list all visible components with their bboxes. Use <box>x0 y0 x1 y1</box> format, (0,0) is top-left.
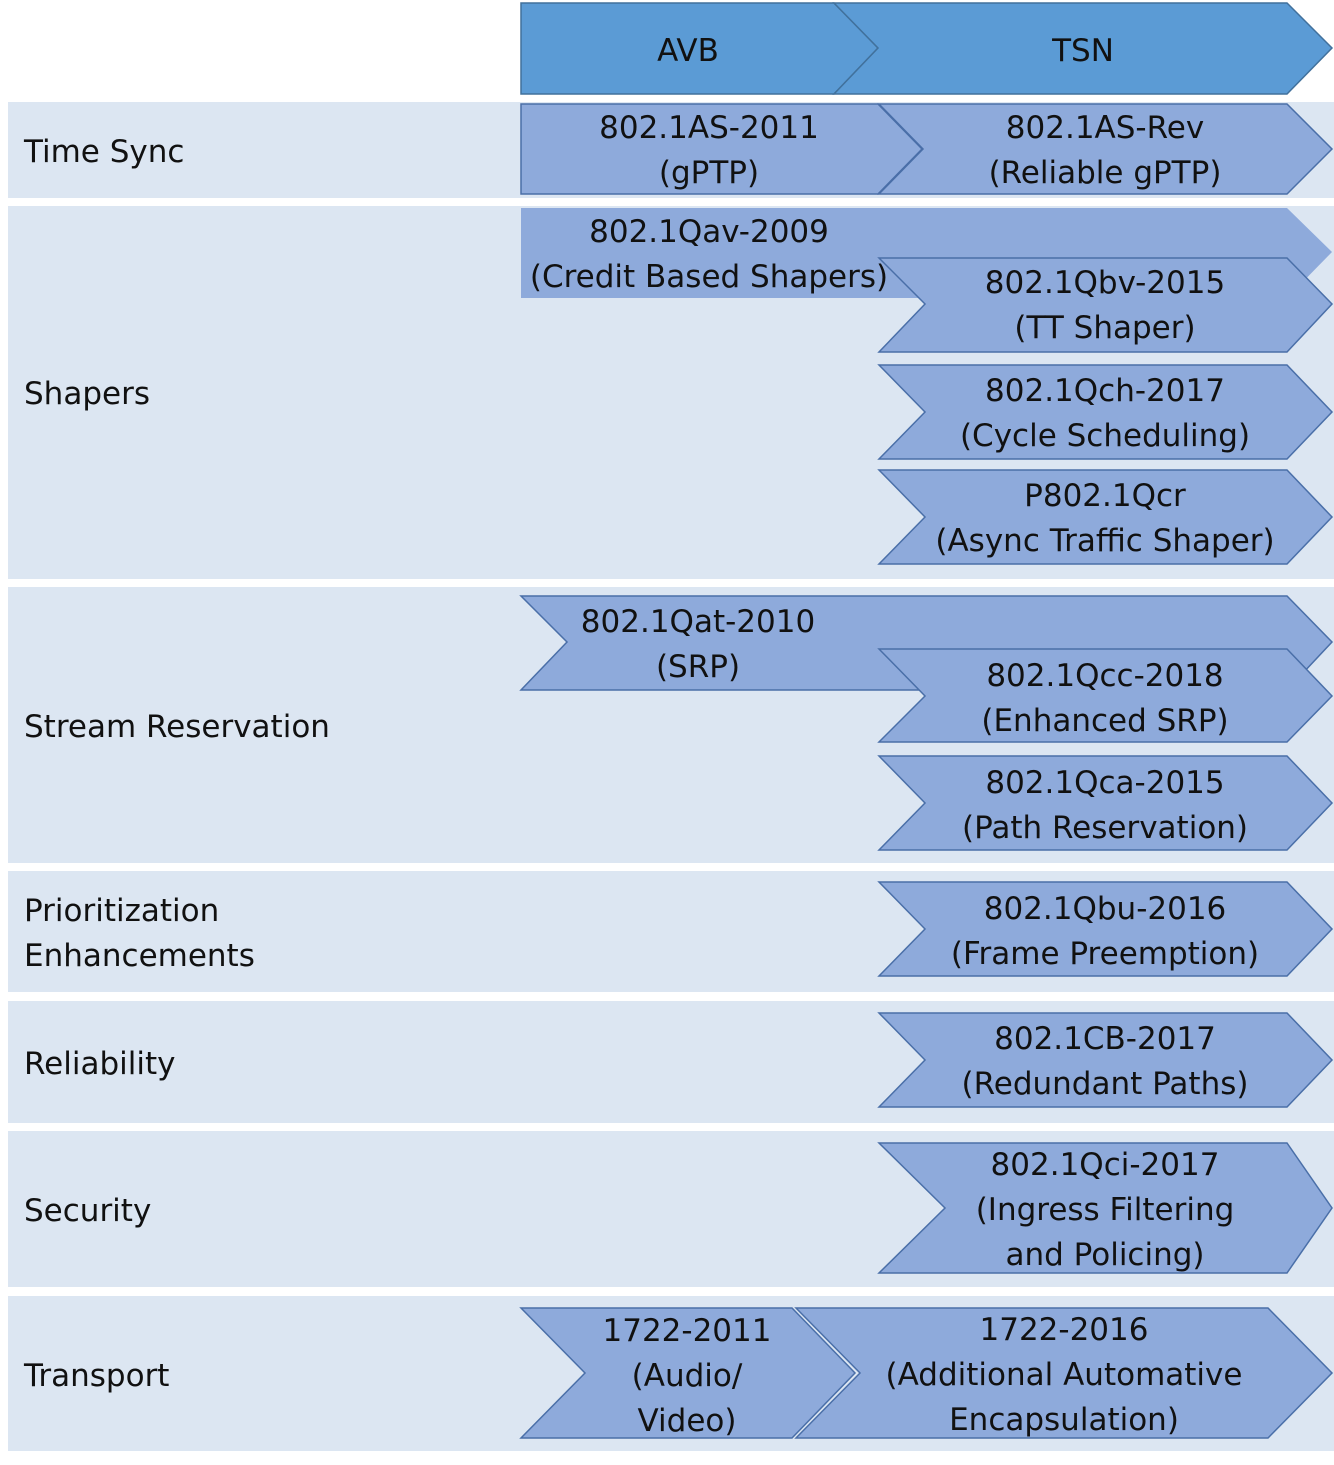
row-label-prioritization-line1: Prioritization <box>24 893 219 929</box>
std-desc-qav: (Credit Based Shapers) <box>530 259 888 295</box>
std-desc-qca: (Path Reservation) <box>962 810 1248 846</box>
row-label-shapers: Shapers <box>24 376 150 412</box>
std-desc-qci-line2: and Policing) <box>1005 1237 1204 1273</box>
std-desc-qbv: (TT Shaper) <box>1014 310 1195 346</box>
std-id-qci: 802.1Qci-2017 <box>991 1147 1220 1183</box>
std-id-1722-2016: 1722-2016 <box>980 1312 1149 1348</box>
std-id-1722-2011: 1722-2011 <box>603 1313 772 1349</box>
arrow-1722-2016 <box>794 1307 1334 1439</box>
std-desc-1722-2011-line1: (Audio/ <box>632 1358 743 1394</box>
arrow-802-1qci-2017 <box>877 1142 1333 1274</box>
std-desc-qcc: (Enhanced SRP) <box>981 703 1228 739</box>
std-id-asrev: 802.1AS-Rev <box>1006 110 1204 146</box>
arrow-802-1qca-2015 <box>877 755 1334 851</box>
std-id-qat: 802.1Qat-2010 <box>581 604 815 640</box>
header-label-tsn: TSN <box>1051 33 1114 69</box>
std-desc-qcr: (Async Traffic Shaper) <box>935 523 1274 559</box>
arrow-802-1qbu-2016 <box>877 881 1334 977</box>
std-desc-1722-2011-line2: Video) <box>638 1403 737 1439</box>
std-desc-qci-line1: (Ingress Filtering <box>976 1192 1235 1228</box>
header-label-avb: AVB <box>657 33 719 69</box>
row-label-reliability: Reliability <box>24 1046 175 1082</box>
arrow-802-1qch-2017 <box>877 364 1334 460</box>
std-desc-cb: (Redundant Paths) <box>962 1066 1249 1102</box>
std-id-qca: 802.1Qca-2015 <box>985 765 1224 801</box>
std-desc-asrev: (Reliable gPTP) <box>989 155 1222 191</box>
std-id-qcr: P802.1Qcr <box>1024 478 1186 514</box>
std-id-qbu: 802.1Qbu-2016 <box>984 891 1227 927</box>
std-id-qch: 802.1Qch-2017 <box>985 373 1225 409</box>
row-label-transport: Transport <box>23 1358 169 1394</box>
std-id-qav: 802.1Qav-2009 <box>589 214 829 250</box>
header-arrow-tsn <box>832 2 1334 95</box>
row-label-prioritization-line2: Enhancements <box>24 938 255 974</box>
arrow-802-1cb-2017 <box>877 1012 1334 1108</box>
std-id-cb: 802.1CB-2017 <box>994 1021 1216 1057</box>
arrow-802-1qcc-2018 <box>877 648 1334 743</box>
std-desc-as2011: (gPTP) <box>659 155 759 191</box>
std-desc-qch: (Cycle Scheduling) <box>960 418 1250 454</box>
std-id-qcc: 802.1Qcc-2018 <box>986 658 1223 694</box>
std-id-qbv: 802.1Qbv-2015 <box>985 265 1225 301</box>
row-label-security: Security <box>24 1193 151 1229</box>
row-label-stream-reservation: Stream Reservation <box>24 709 330 745</box>
arrow-802-1as-rev <box>877 103 1334 195</box>
std-desc-qbu: (Frame Preemption) <box>951 936 1259 972</box>
arrow-p802-1qcr <box>877 469 1334 565</box>
arrow-802-1qbv-2015 <box>877 257 1334 353</box>
std-desc-1722-2016-line1: (Additional Automative <box>886 1357 1243 1393</box>
arrow-1722-2011 <box>519 1307 857 1439</box>
std-desc-qat: (SRP) <box>656 649 740 685</box>
std-id-as2011: 802.1AS-2011 <box>599 110 819 146</box>
row-label-time-sync: Time Sync <box>23 134 184 170</box>
std-desc-1722-2016-line2: Encapsulation) <box>949 1402 1179 1438</box>
